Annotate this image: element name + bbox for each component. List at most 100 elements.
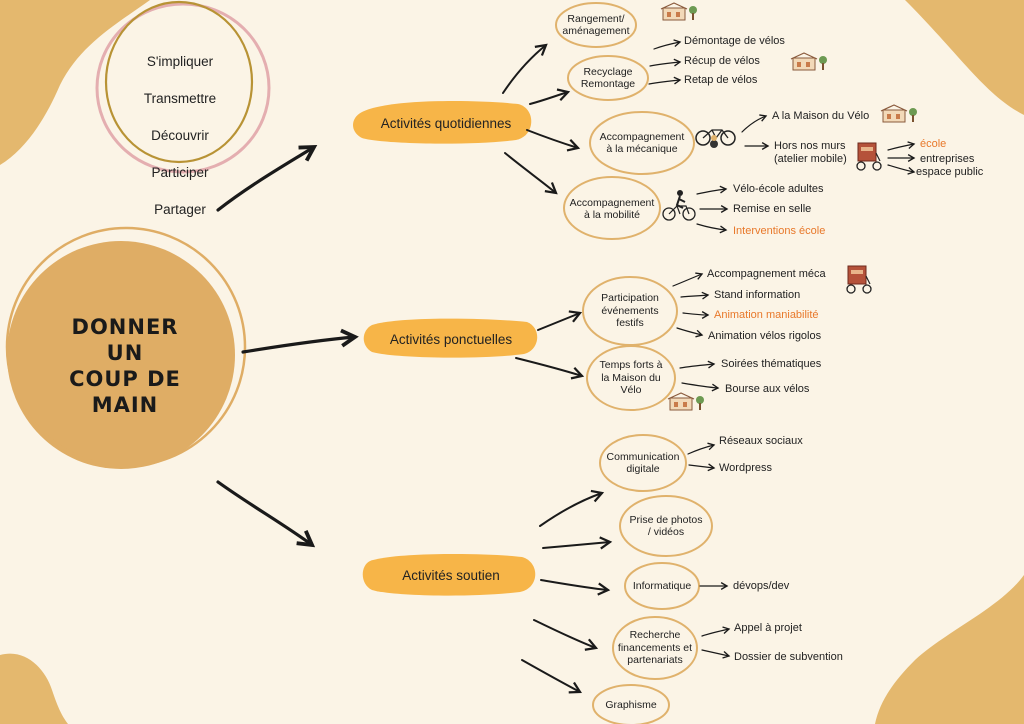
- corner-blob-bottom-right: [875, 575, 1024, 724]
- cyclist-icon: [662, 190, 696, 221]
- node-informatique: Informatique: [632, 579, 692, 592]
- leaf-ecole: école: [920, 138, 947, 150]
- verb-item: Partager: [154, 201, 206, 217]
- node-ring-accomp-meca: [589, 111, 695, 175]
- house-icon: [660, 2, 697, 21]
- arrow-to-rangement: [502, 43, 548, 94]
- leaf-arrow-recup: [649, 58, 682, 67]
- arrow-to-photos: [542, 536, 613, 550]
- leaf-arrow-appel: [701, 626, 731, 637]
- arrow-to-graphisme: [521, 659, 582, 694]
- verbs-list: S'impliquer Transmettre Découvrir Partic…: [112, 34, 248, 238]
- arrow-to-temps-forts: [515, 357, 585, 380]
- cargo-bike-icon: [856, 142, 882, 171]
- category-blob-ponctuelles: [363, 318, 538, 358]
- bicycle-repair-icon: [695, 129, 736, 148]
- leaf-maison-velo: A la Maison du Vélo: [772, 110, 870, 122]
- node-graphisme: Graphisme: [605, 698, 657, 711]
- category-quotidiennes: Activités quotidiennes: [380, 115, 512, 131]
- leaf-soirees: Soirées thématiques: [721, 358, 822, 370]
- leaf-wordpress: Wordpress: [719, 462, 772, 474]
- leaf-reseaux: Réseaux sociaux: [719, 435, 803, 447]
- node-participation: Participation événements festifs: [601, 292, 659, 330]
- leaf-retap: Retap de vélos: [684, 74, 758, 86]
- node-ring-temps-forts: [586, 345, 676, 411]
- verb-item: S'impliquer: [146, 53, 214, 69]
- node-ring-participation: [582, 276, 678, 346]
- leaf-arrow-rigolos: [676, 327, 704, 338]
- arrow-to-recyclage: [529, 88, 571, 105]
- node-photos: Prise de photos / vidéos: [629, 513, 703, 539]
- node-rangement: Rangement/ aménagement: [562, 12, 630, 38]
- leaf-arrow-demontage: [653, 39, 682, 50]
- node-ring-recherche: [612, 616, 698, 680]
- leaf-arrow-maison: [741, 114, 768, 133]
- node-ring-rangement: [555, 2, 637, 48]
- arrow-to-recherche: [533, 619, 599, 651]
- arrow-to-participation: [537, 310, 583, 331]
- leaf-arrow-bourse: [681, 382, 720, 392]
- arrow-to-soutien: [216, 480, 316, 548]
- center-circle-ring: [5, 226, 247, 468]
- leaf-entreprises: entreprises: [920, 153, 975, 165]
- leaf-demontage: Démontage de vélos: [684, 35, 785, 47]
- node-accomp-meca: Accompagnement à la mécanique: [599, 130, 685, 156]
- leaf-hors-murs: Hors nos murs (atelier mobile): [774, 140, 847, 165]
- node-ring-graphisme: [592, 684, 670, 724]
- node-accomp-mob: Accompagnement à la mobilité: [569, 196, 655, 222]
- leaf-animation-maniabilite: Animation maniabilité: [714, 309, 819, 321]
- verb-item: Transmettre: [143, 90, 217, 106]
- house-icon: [880, 104, 917, 123]
- node-ring-recyclage: [567, 55, 649, 101]
- leaf-bourse: Bourse aux vélos: [725, 383, 810, 395]
- leaf-arrow-retap: [648, 76, 682, 85]
- house-icon: [667, 392, 704, 411]
- node-recyclage: Recyclage Remontage: [580, 65, 636, 91]
- leaf-arrow-soirees: [679, 360, 716, 369]
- leaf-arrow-wordpress: [688, 463, 716, 472]
- leaf-arrow-accomp-meca: [672, 272, 704, 287]
- node-temps-forts: Temps forts à la Maison du Vélo: [599, 359, 663, 397]
- corner-blob-top-left: [0, 0, 150, 165]
- leaf-stand: Stand information: [714, 289, 801, 301]
- leaf-devops: dévops/dev: [733, 580, 790, 592]
- category-soutien: Activités soutien: [402, 567, 500, 583]
- verb-item: Découvrir: [151, 127, 209, 143]
- verb-item: Participer: [151, 164, 209, 180]
- leaf-arrow-maniabilite: [682, 311, 710, 319]
- leaf-remise-selle: Remise en selle: [733, 203, 812, 215]
- leaf-interventions-ecole: Interventions école: [733, 225, 826, 237]
- leaf-arrow-interventions: [696, 223, 728, 234]
- arrow-to-accomp-mob: [504, 152, 558, 195]
- leaf-animation-rigolos: Animation vélos rigolos: [708, 330, 822, 342]
- house-icon: [790, 52, 827, 71]
- node-ring-accomp-mob: [563, 176, 661, 240]
- verbs-ring-inner: [104, 0, 254, 164]
- category-blob-quotidiennes: [353, 101, 532, 144]
- arrow-to-ponctuelles: [241, 328, 359, 354]
- center-circle-fill: [7, 241, 235, 469]
- arrow-to-quotidiennes: [216, 144, 318, 212]
- leaf-arrow-velo-ecole: [696, 185, 728, 195]
- leaf-arrow-espace-public: [887, 164, 916, 175]
- node-communication: Communication digitale: [606, 450, 680, 476]
- leaf-arrow-reseaux: [687, 442, 716, 455]
- corner-blob-bottom-left: [0, 653, 68, 724]
- category-blob-soutien: [362, 554, 536, 596]
- leaf-recup: Récup de vélos: [684, 55, 760, 67]
- verbs-ring-outer: [95, 2, 271, 174]
- node-ring-informatique: [624, 562, 700, 610]
- leaf-espace-public: espace public: [916, 166, 984, 178]
- center-title: DONNER UN COUP DE MAIN: [69, 315, 181, 417]
- leaf-accomp-meca: Accompagnement méca: [707, 268, 826, 280]
- cargo-bike-icon: [846, 265, 872, 294]
- leaf-appel: Appel à projet: [734, 622, 802, 634]
- leaf-velo-ecole: Vélo-école adultes: [733, 183, 824, 195]
- category-ponctuelles: Activités ponctuelles: [389, 331, 513, 347]
- node-ring-communication: [599, 434, 687, 492]
- arrow-to-communication: [539, 489, 605, 527]
- leaf-arrow-stand: [680, 291, 710, 300]
- node-ring-photos: [619, 495, 713, 557]
- arrow-to-informatique: [540, 579, 611, 596]
